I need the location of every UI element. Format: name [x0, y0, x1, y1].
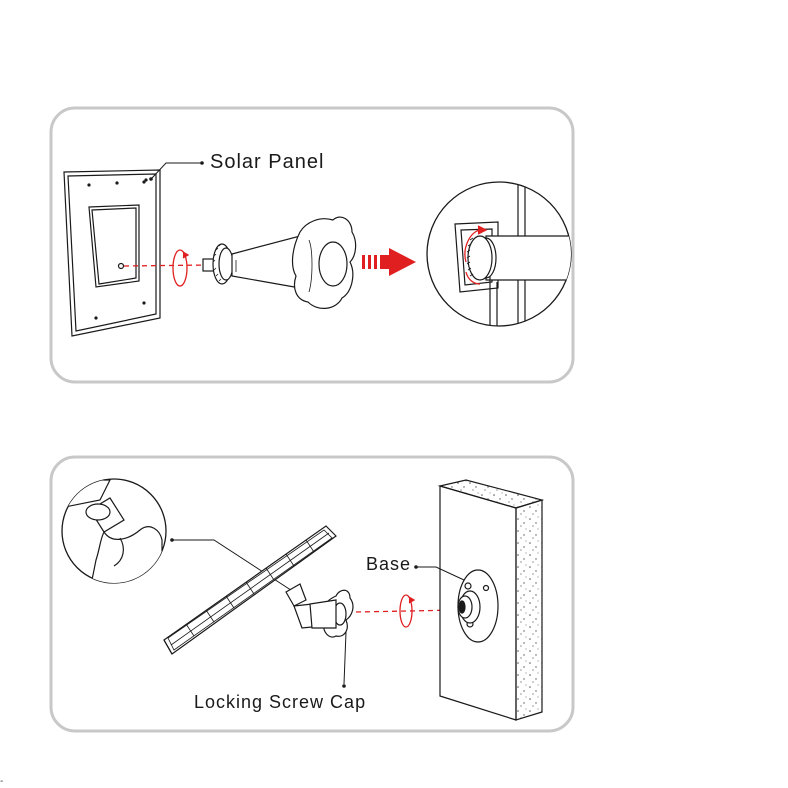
wall-base [458, 570, 498, 642]
solar-panel-label: Solar Panel [210, 151, 324, 174]
bottom-panel [51, 457, 573, 731]
locking-screw-cap-label: Locking Screw Cap [194, 692, 366, 713]
footer-mark: - [0, 776, 3, 787]
top-panel [51, 108, 580, 382]
solar-panel-plate [64, 170, 160, 336]
base-label: Base [366, 554, 411, 575]
